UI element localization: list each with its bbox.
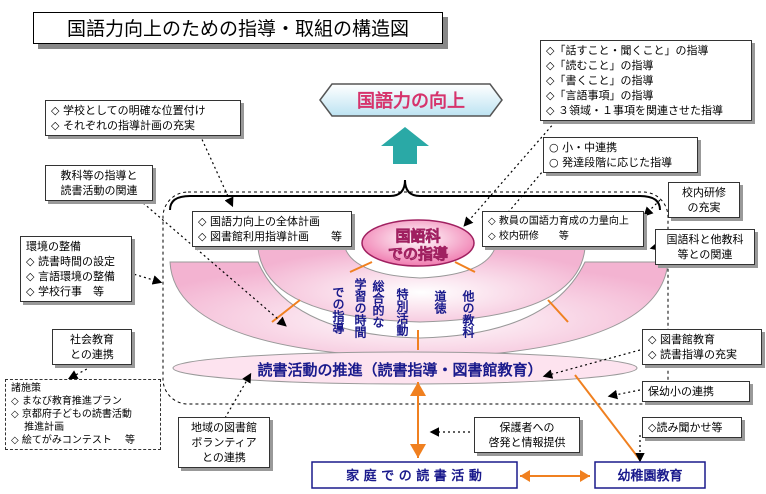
core-text-2: での指導 xyxy=(388,245,448,263)
plan-box: ◇ 国語力向上の全体計画◇ 図書館利用指導計画 等 xyxy=(192,211,352,247)
core-text-1: 国語科 xyxy=(395,227,440,245)
diagram-shape xyxy=(607,389,641,400)
pillar-text: での指導 xyxy=(331,286,345,335)
diagram-shape xyxy=(542,349,641,379)
pillar-text: 道徳 xyxy=(433,289,447,315)
diagram-shape xyxy=(199,134,234,208)
pillar-text: 他の教科 xyxy=(461,289,475,339)
library-education-box: ◇ 図書館教育◇ 読書指導の充実 xyxy=(642,329,762,365)
pillar-text: 総合的な xyxy=(371,279,385,329)
diagram-shape xyxy=(574,374,641,461)
renkei-box: ○ 小・中連携○ 発達段階に応じた指導 xyxy=(543,137,698,173)
core-ellipse xyxy=(361,219,475,267)
diagram-shape xyxy=(410,444,426,458)
diagram-shape xyxy=(410,382,426,396)
brace xyxy=(169,179,661,211)
diagram-shape xyxy=(580,470,590,482)
diagram-shape xyxy=(520,470,530,482)
pillar-text: 特別活動 xyxy=(395,287,409,337)
diagram-shape xyxy=(643,199,661,217)
kounai-box: 校内研修の充実 xyxy=(668,182,740,218)
hoyou-box: 保幼小の連携 xyxy=(642,381,750,402)
diagram-shape: での指導 学習の時間 総合的な 特別活動 道徳 他の教科 xyxy=(331,277,475,339)
social-education-box: 社会教育との連携 xyxy=(52,329,132,365)
teachers-box: ◇ 教員の国語力育成の力量向上◇ 校内研修 等 xyxy=(482,211,644,247)
other-subjects-box: 国語科と他教科等との関連 xyxy=(655,229,755,265)
home-reading-box xyxy=(311,461,518,489)
goal-arrow xyxy=(381,127,429,164)
diagram-shape xyxy=(547,299,569,323)
diagram-shape xyxy=(224,372,252,419)
goal-text: 国語力の向上 xyxy=(357,90,465,112)
outer-arc xyxy=(169,261,669,359)
banner-text: 読書活動の推進（読書指導・図書館教育） xyxy=(257,361,542,379)
volunteer-box: 地域の図書館ボランティアとの連携 xyxy=(178,417,270,468)
language-box: ◇「話すこと・聞くこと」の指導◇「読むこと」の指導 ◇「書くこと」の指導◇「言語… xyxy=(540,40,752,121)
banner-ellipse xyxy=(172,351,638,385)
inner-arc xyxy=(257,247,586,323)
policy-box: 諸施策◇ まなび教育推進プラン ◇ 京都府子どもの読書活動 推進計画 ◇ 絵てが… xyxy=(5,379,161,450)
position-box: ◇ 学校としての明確な位置付け◇ それぞれの指導計画の充実 xyxy=(45,100,241,136)
subjects-box: 教科等の指導と読書活動の関連 xyxy=(45,165,153,201)
environment-box: 環境の整備◇ 読書時間の設定 ◇ 言語環境の整備◇ 学校行事 等 xyxy=(20,236,132,302)
diagram-shape xyxy=(454,261,476,273)
goal-shape xyxy=(319,83,503,117)
diagram-shape xyxy=(349,261,373,273)
kindergarten-text: 幼稚園教育 xyxy=(617,468,682,484)
home-reading-text: 家 庭 で の 読 書 活 動 xyxy=(346,468,482,484)
kindergarten-box xyxy=(594,461,706,489)
pillar-text: 学習の時間 xyxy=(353,277,367,339)
yomikikase-box: ◇読み聞かせ等 xyxy=(642,417,742,438)
page-title: 国語力向上のための指導・取組の構造図 xyxy=(33,12,443,44)
parents-box: 保護者への啓発と情報提供 xyxy=(474,417,580,453)
